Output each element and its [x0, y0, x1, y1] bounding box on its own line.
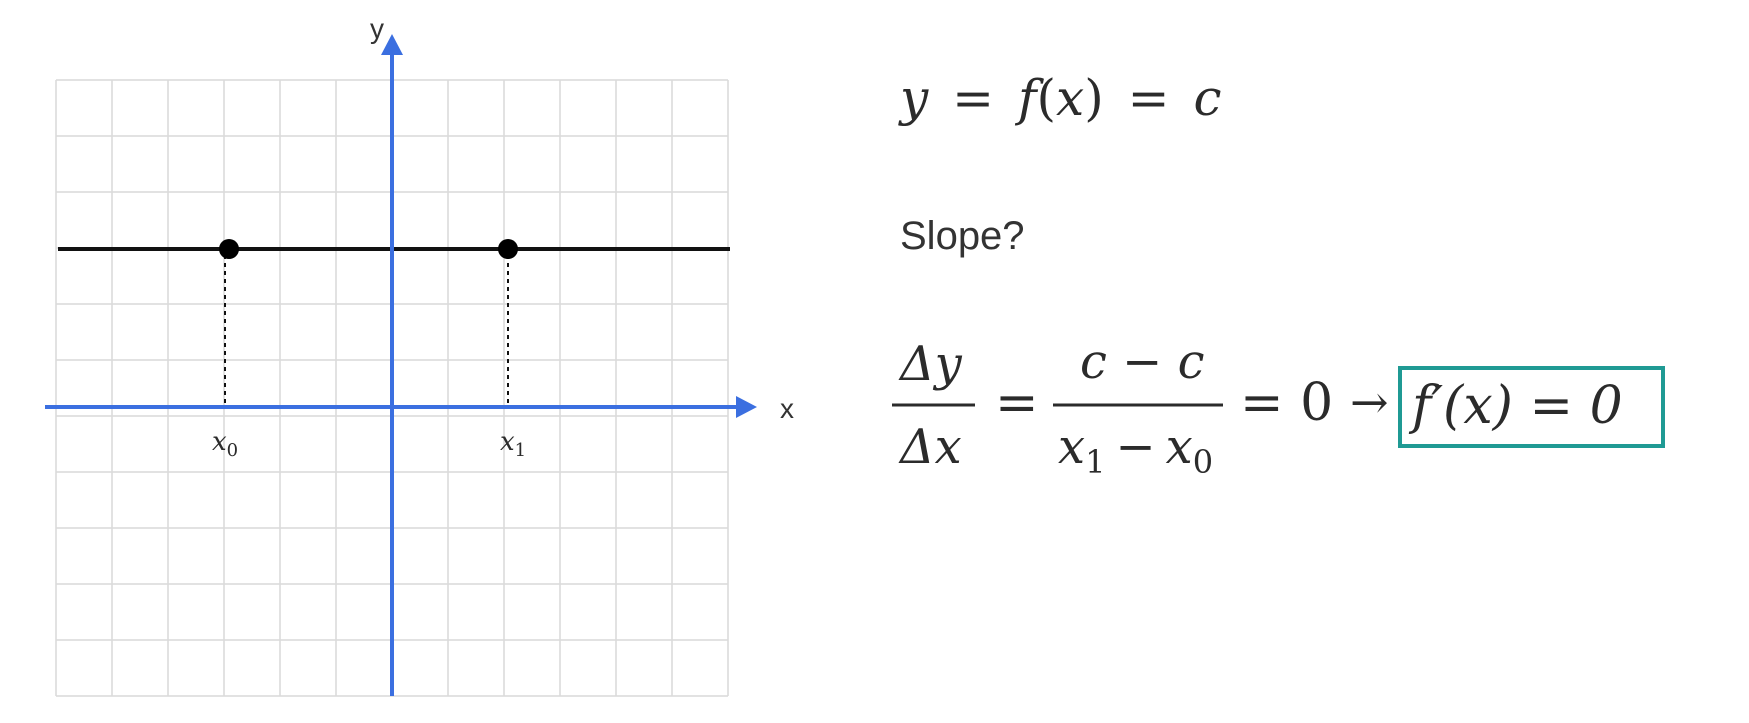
slope-question: Slope? — [900, 214, 1025, 258]
svg-text:x1−x0: x1−x0 — [1058, 419, 1213, 481]
equals-zero: = 0 — [1240, 373, 1333, 433]
x-axis-label: x — [780, 393, 794, 424]
tick-label-x1: x1 — [500, 427, 526, 461]
svg-text:c − c: c − c — [1080, 334, 1205, 390]
derivative-result: f′(x) = 0 — [1408, 376, 1623, 436]
fraction-delta: Δy Δx — [892, 336, 975, 475]
point-x1 — [498, 239, 518, 259]
tick-label-x0: x0 — [212, 427, 238, 461]
equation-function-definition: y = f(x) = c — [898, 69, 1221, 127]
point-x0 — [219, 239, 239, 259]
result-box: f′(x) = 0 — [1398, 366, 1665, 448]
result-box-frame — [1398, 366, 1665, 448]
x-axis-arrow-icon — [736, 396, 757, 418]
coordinate-graph: y x x0 x1 — [45, 13, 794, 697]
arrow-icon: → — [1350, 375, 1389, 429]
svg-text:Δx: Δx — [898, 419, 962, 475]
y-axis-arrow-icon — [381, 34, 403, 55]
y-axis-label: y — [370, 13, 384, 44]
fraction-c-difference: c − c x1−x0 — [1053, 334, 1223, 481]
svg-text:Δy: Δy — [898, 336, 963, 392]
svg-text:y = f(x) =: y = f(x) = c — [898, 69, 1221, 127]
equals-sign: = — [995, 373, 1039, 433]
